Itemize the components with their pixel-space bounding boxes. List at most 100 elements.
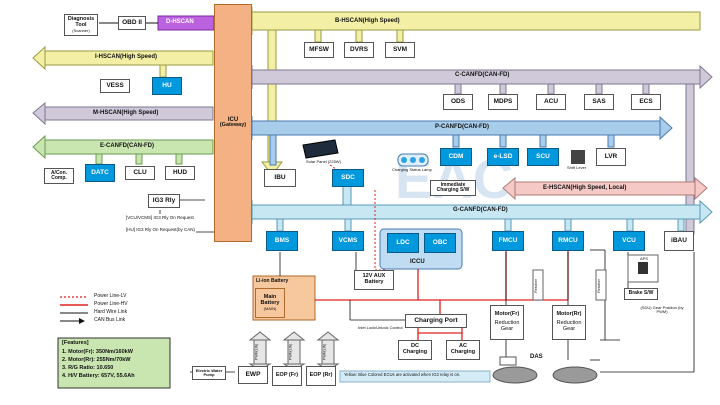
vcu-ecu[interactable]: VCU <box>613 231 645 251</box>
diagnosis-tool[interactable]: Diagnosis Tool (Scanner) <box>64 14 98 36</box>
feature-3: 3. R/G Ratio: 10.650 <box>62 365 114 371</box>
b-hscan-label: B-HSCAN(High Speed) <box>335 18 400 24</box>
legend-lv: Power Line-LV <box>94 293 127 299</box>
ods-ecu[interactable]: ODS <box>443 94 473 110</box>
p-canfd-label: P-CANFD(CAN-FD) <box>435 124 489 130</box>
charging-port[interactable]: Charging Port <box>405 314 467 328</box>
scu-ecu[interactable]: SCU <box>527 148 559 166</box>
obc-ecu[interactable]: OBC <box>424 233 456 253</box>
acu-ecu[interactable]: ACU <box>536 94 566 110</box>
datc-ecu[interactable]: DATC <box>85 164 115 182</box>
ibu-ecu[interactable]: IBU <box>264 169 296 187</box>
fmcu-ecu[interactable]: FMCU <box>492 231 524 251</box>
ac-charging[interactable]: AC Charging <box>446 340 480 360</box>
vcms-ecu[interactable]: VCMS <box>332 231 364 251</box>
aux-battery[interactable]: 12V AUX Battery <box>354 270 394 290</box>
lvr-ecu[interactable]: LVR <box>596 148 626 166</box>
scu-label: SCU <box>536 152 550 160</box>
brake-switch-label: Brake S/W <box>628 290 654 297</box>
rmcu-ecu[interactable]: RMCU <box>552 231 584 251</box>
hu-ig3-note: [HU] IG3 Rly On Request(by CAN) <box>126 227 196 232</box>
elsd-ecu[interactable]: e-LSD <box>487 148 519 166</box>
sas-ecu[interactable]: SAS <box>584 94 614 110</box>
vess-ecu[interactable]: VESS <box>100 79 130 93</box>
ldc-ecu[interactable]: LDC <box>387 233 419 253</box>
hu-ecu[interactable]: HU <box>152 77 182 95</box>
ldc-label: LDC <box>396 238 410 246</box>
eop-rear[interactable]: EOP (Rr) <box>306 366 336 386</box>
ig3-label: IG3 Rly <box>152 196 176 204</box>
note-bar <box>339 370 491 383</box>
hud-label: HUD <box>172 168 188 176</box>
dvrs-ecu[interactable]: DVRS <box>344 42 374 58</box>
main-battery-sub: (MAIN) <box>263 305 277 311</box>
dc-charging-label: DC Charging <box>402 343 428 355</box>
shift-lever-icon <box>571 150 585 164</box>
elsd-label: e-LSD <box>493 152 513 160</box>
obd-port[interactable]: OBD II <box>118 16 146 30</box>
e-canfd-label: E-CANFD(CAN-FD) <box>100 143 154 149</box>
ecs-label: ECS <box>639 97 653 105</box>
ecs-ecu[interactable]: ECS <box>631 94 661 110</box>
vess-label: VESS <box>106 81 124 89</box>
aps-label: APS <box>640 256 649 261</box>
motor-front[interactable]: Motor(Fr) Reduction Gear <box>490 305 524 340</box>
icu-label: ICU <box>227 116 239 123</box>
bottom-note: Yellow: Blue Colored ECUs are activated … <box>344 372 461 377</box>
solar-panel-icon <box>302 139 339 159</box>
diagnosis-tool-sub: (Scanner) <box>72 27 90 33</box>
cdm-label: CDM <box>448 152 464 160</box>
g-canfd-label: G-CANFD(CAN-FD) <box>453 207 508 213</box>
svm-label: SVM <box>392 45 408 53</box>
resolver-rear-label: Resolver <box>597 278 602 293</box>
resolver-front-label: Resolver <box>534 278 539 293</box>
cdm-ecu[interactable]: CDM <box>440 148 472 166</box>
vcu-ig3-note: [VCU/VCMS] IG3 Rly On Request <box>126 215 194 220</box>
bms-ecu[interactable]: BMS <box>266 231 298 251</box>
main-battery[interactable]: Main Battery (MAIN) <box>255 288 285 318</box>
eop-rear-label: EOP (Rr) <box>309 372 333 379</box>
gear-rear-label: Reduction Gear <box>556 320 582 332</box>
ibu-label: IBU <box>274 173 286 181</box>
features-box <box>57 337 171 389</box>
eop-front[interactable]: EOP (Fr) <box>272 366 302 386</box>
b-hscan-bus <box>251 11 701 31</box>
gear-position-label: (SDU) Gear Position (by PWM) <box>640 305 684 315</box>
sas-label: SAS <box>592 97 606 105</box>
motor-rear[interactable]: Motor(Rr) Reduction Gear <box>552 305 586 340</box>
hud-ecu[interactable]: HUD <box>165 166 195 180</box>
legend-hardwire: Hard Wire Link <box>94 309 128 315</box>
mfsw-label: MFSW <box>309 45 329 53</box>
das-label: DAS <box>530 354 543 360</box>
acon-comp[interactable]: A/Con. Comp. <box>44 168 74 184</box>
mdps-ecu[interactable]: MDPS <box>488 94 518 110</box>
legend-can: CAN Bus Link <box>94 317 126 323</box>
sdc-label: SDC <box>341 173 355 181</box>
obd-label: OBD II <box>122 18 142 26</box>
aux-battery-label: 12V AUX Battery <box>362 273 386 285</box>
brake-switch[interactable]: Brake S/W <box>624 288 658 300</box>
immediate-charging-switch[interactable]: Immediate Charging S/W <box>430 180 476 196</box>
charging-port-label: Charging Port <box>414 316 458 324</box>
shift-lever-label: Shift Lever <box>567 165 587 170</box>
dc-charging[interactable]: DC Charging <box>398 340 432 360</box>
motor-front-label: Motor(Fr) <box>494 311 520 318</box>
feature-2: 2. Motor(Rr): 255Nm/70kW <box>62 357 131 363</box>
icu-gateway[interactable]: ICU (Gateway) <box>214 4 252 242</box>
electric-water-pump: Electric Water Pump <box>192 366 226 380</box>
sdc-ecu[interactable]: SDC <box>332 169 364 187</box>
hu-label: HU <box>162 81 172 89</box>
svm-ecu[interactable]: SVM <box>385 42 415 58</box>
legend-lines <box>60 296 88 324</box>
ig3-relay[interactable]: IG3 Rly <box>148 194 180 208</box>
vcu-label: VCU <box>622 236 636 244</box>
ewp-pump[interactable]: EWP <box>238 366 268 384</box>
main-battery-label: Main Battery <box>260 294 280 306</box>
clu-ecu[interactable]: CLU <box>125 166 155 180</box>
immediate-charging-label: Immediate Charging S/W <box>436 181 470 193</box>
mfsw-ecu[interactable]: MFSW <box>304 42 334 58</box>
m-hscan-label: M-HSCAN(High Speed) <box>93 110 159 116</box>
features-title: [Features] <box>62 340 89 346</box>
ibau-ecu[interactable]: iBAU <box>664 231 694 251</box>
